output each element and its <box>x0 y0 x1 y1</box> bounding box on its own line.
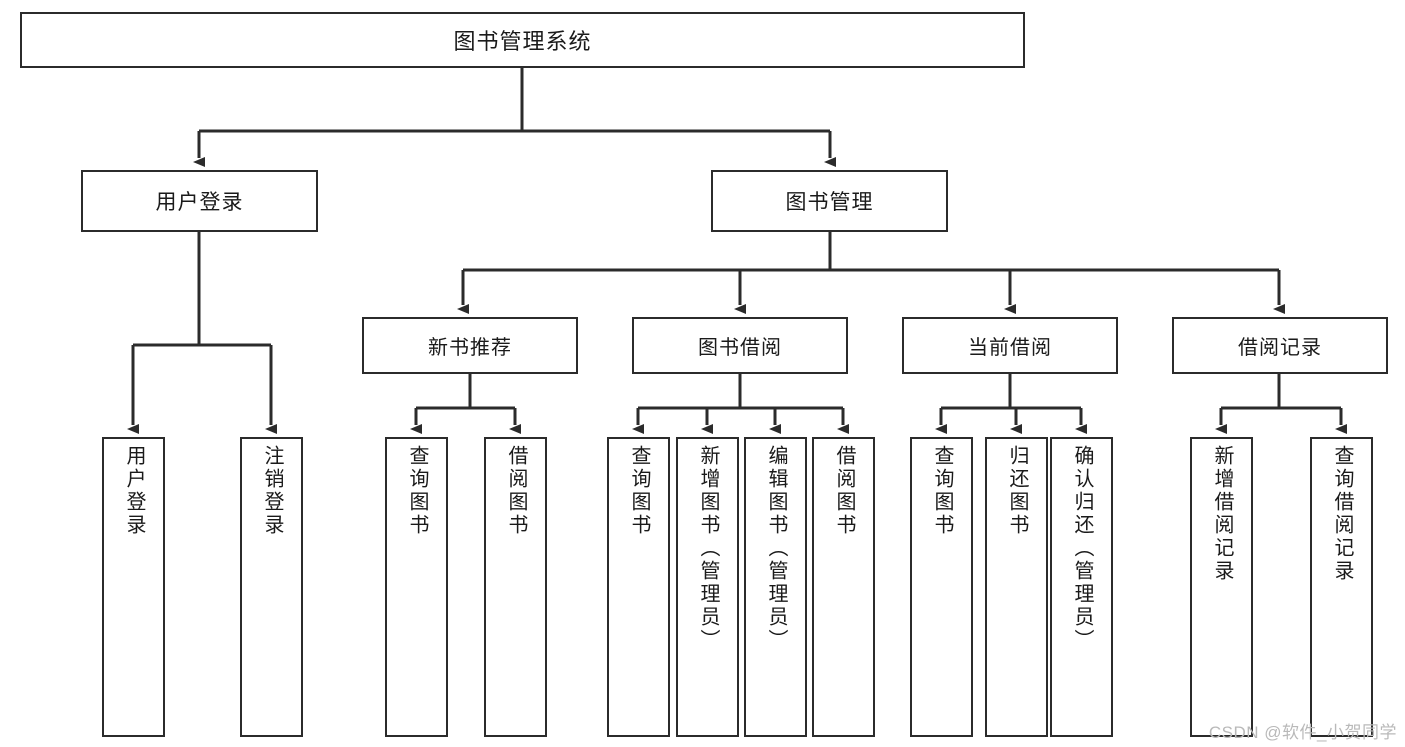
node-book-borrow-label: 图书借阅 <box>698 337 782 359</box>
node-user-login-label: 用户登录 <box>155 191 244 214</box>
leaf-user-logout[interactable]: 注销登录 <box>240 437 303 737</box>
node-borrow-record-label: 借阅记录 <box>1238 337 1322 359</box>
leaf-add-book-admin[interactable]: 新增图书（管理员） <box>676 437 739 737</box>
leaf-user-logout-label: 注销登录 <box>261 445 283 537</box>
leaf-query-book-current[interactable]: 查询图书 <box>910 437 973 737</box>
node-new-book-recommendation[interactable]: 新书推荐 <box>362 317 578 374</box>
leaf-return-book[interactable]: 归还图书 <box>985 437 1048 737</box>
node-book-borrow[interactable]: 图书借阅 <box>632 317 848 374</box>
leaf-confirm-return-admin-label: 确认归还（管理员） <box>1071 445 1093 652</box>
node-current-borrow[interactable]: 当前借阅 <box>902 317 1118 374</box>
leaf-query-book-borrow-label: 查询图书 <box>628 445 650 537</box>
leaf-query-book-borrow[interactable]: 查询图书 <box>607 437 670 737</box>
leaf-return-book-label: 归还图书 <box>1006 445 1028 537</box>
node-new-book-recommendation-label: 新书推荐 <box>428 337 512 359</box>
leaf-edit-book-admin[interactable]: 编辑图书（管理员） <box>744 437 807 737</box>
leaf-borrow-book[interactable]: 借阅图书 <box>812 437 875 737</box>
watermark-text: CSDN @软件_小贺同学 <box>1208 723 1397 742</box>
leaf-user-login-label: 用户登录 <box>123 445 145 537</box>
node-root[interactable]: 图书管理系统 <box>20 12 1025 68</box>
leaf-query-borrow-record-label: 查询借阅记录 <box>1331 445 1353 583</box>
leaf-confirm-return-admin[interactable]: 确认归还（管理员） <box>1050 437 1113 737</box>
leaf-borrow-book-recommend-label: 借阅图书 <box>505 445 527 537</box>
node-user-login[interactable]: 用户登录 <box>81 170 318 232</box>
leaf-borrow-book-recommend[interactable]: 借阅图书 <box>484 437 547 737</box>
node-book-management-label: 图书管理 <box>785 191 874 214</box>
node-current-borrow-label: 当前借阅 <box>968 337 1052 359</box>
leaf-add-borrow-record-label: 新增借阅记录 <box>1211 445 1233 583</box>
leaf-query-book-recommend[interactable]: 查询图书 <box>385 437 448 737</box>
leaf-user-login[interactable]: 用户登录 <box>102 437 165 737</box>
leaf-query-book-recommend-label: 查询图书 <box>406 445 428 537</box>
node-root-label: 图书管理系统 <box>453 29 592 54</box>
leaf-borrow-book-label: 借阅图书 <box>833 445 855 537</box>
leaf-add-book-admin-label: 新增图书（管理员） <box>697 445 719 652</box>
node-borrow-record[interactable]: 借阅记录 <box>1172 317 1388 374</box>
leaf-query-borrow-record[interactable]: 查询借阅记录 <box>1310 437 1373 737</box>
node-book-management[interactable]: 图书管理 <box>711 170 948 232</box>
leaf-edit-book-admin-label: 编辑图书（管理员） <box>765 445 787 652</box>
leaf-add-borrow-record[interactable]: 新增借阅记录 <box>1190 437 1253 737</box>
leaf-query-book-current-label: 查询图书 <box>931 445 953 537</box>
